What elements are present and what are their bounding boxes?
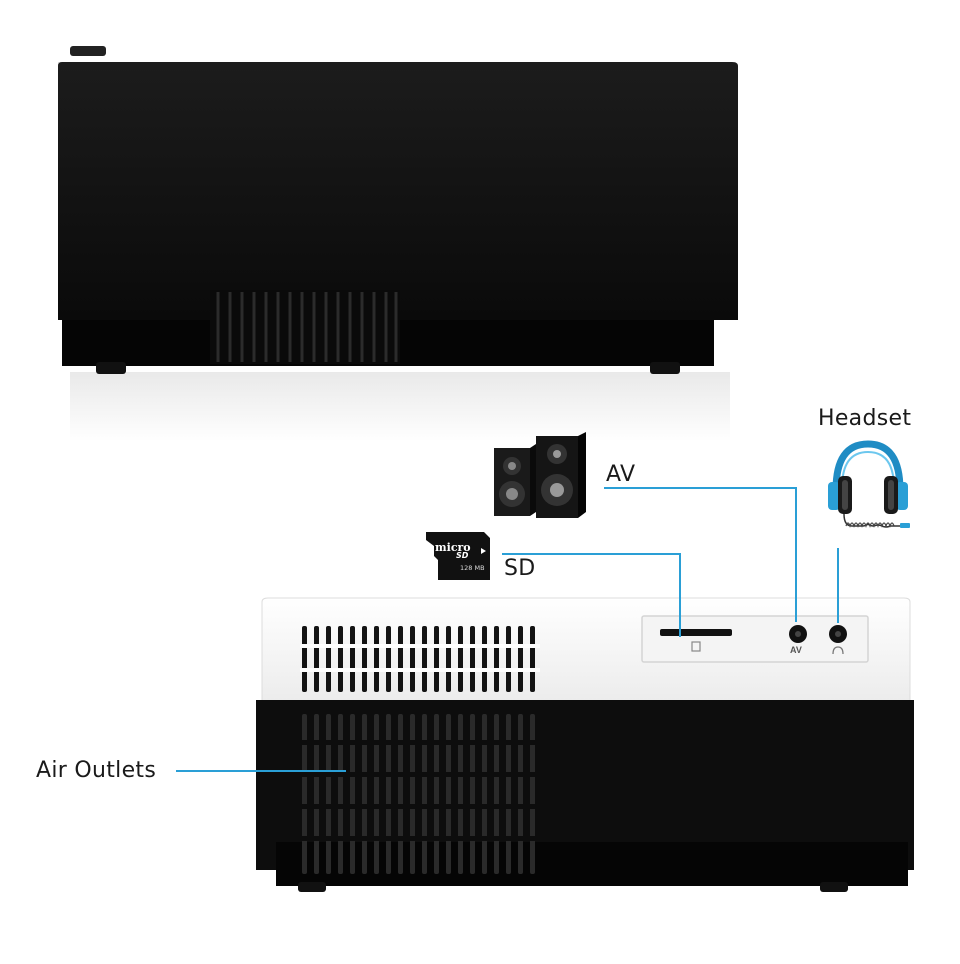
headset-leader-vertical — [837, 548, 839, 623]
projector-top-illustration — [58, 46, 738, 442]
air-outlets-leader — [176, 770, 346, 772]
microsd-card-icon: micro SD 128 MB — [424, 530, 494, 582]
headset-label: Headset — [818, 406, 912, 431]
av-leader-horizontal — [604, 487, 796, 489]
av-leader-vertical — [795, 487, 797, 622]
headset-icon — [822, 434, 914, 534]
av-port-label: AV — [790, 645, 802, 655]
av-label: AV — [606, 462, 636, 487]
air-outlets-label: Air Outlets — [36, 758, 157, 783]
sd-leader-horizontal — [502, 553, 680, 555]
sd-label: SD — [504, 556, 536, 581]
projector-top-view — [0, 0, 960, 442]
sd-leader-vertical — [679, 553, 681, 637]
microsd-brand-bottom: SD — [456, 551, 469, 560]
microsd-capacity: 128 MB — [460, 564, 485, 572]
speakers-icon — [492, 432, 592, 522]
projector-port-illustration — [256, 597, 914, 892]
microsd-brand-top: micro — [435, 541, 471, 554]
projector-port-view: AV — [0, 590, 960, 960]
